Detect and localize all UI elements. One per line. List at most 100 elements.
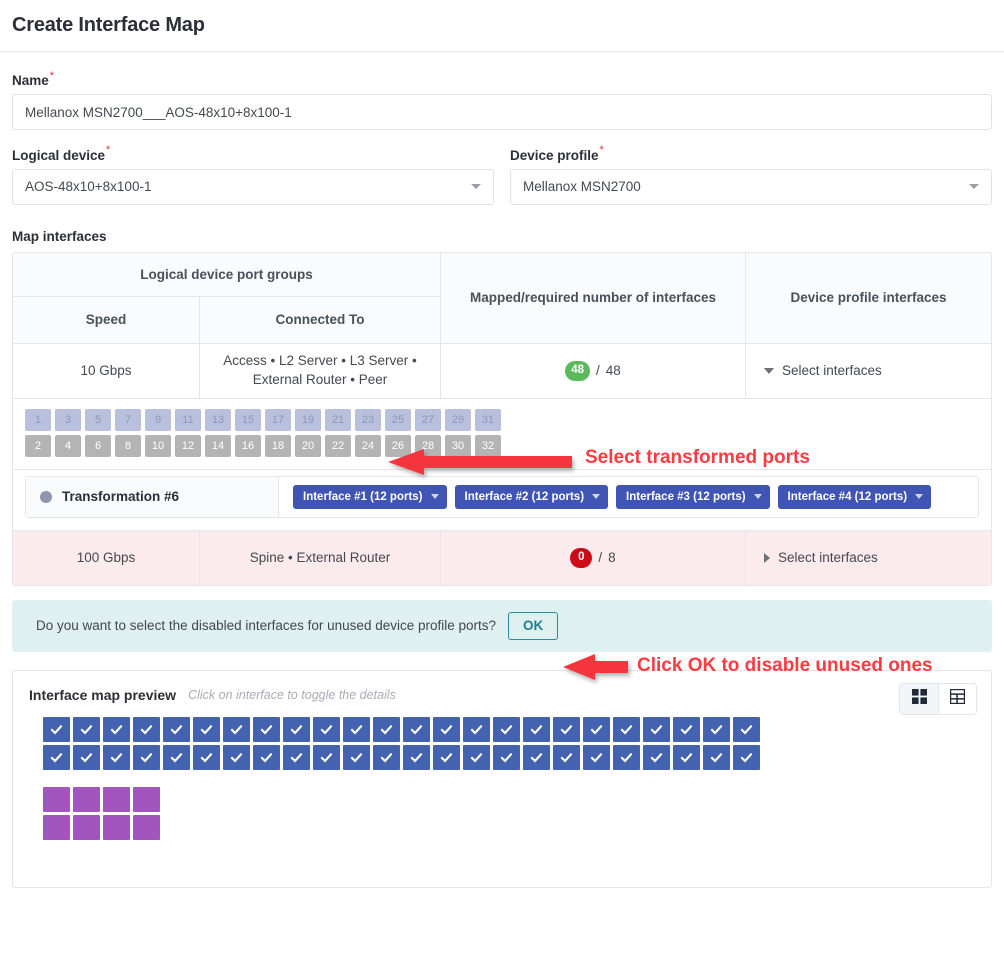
preview-interface-cell[interactable] xyxy=(253,744,280,770)
row-select-interfaces[interactable]: Select interfaces xyxy=(746,344,991,398)
preview-interface-cell[interactable] xyxy=(523,716,550,742)
port-cell[interactable]: 22 xyxy=(325,434,351,457)
port-cell[interactable]: 14 xyxy=(205,434,231,457)
preview-interface-cell[interactable] xyxy=(133,814,160,840)
port-cell[interactable]: 15 xyxy=(235,408,261,431)
port-cell[interactable]: 25 xyxy=(385,408,411,431)
preview-interface-cell[interactable] xyxy=(643,716,670,742)
preview-interface-cell[interactable] xyxy=(373,744,400,770)
port-cell[interactable]: 23 xyxy=(355,408,381,431)
preview-interface-cell[interactable] xyxy=(583,716,610,742)
preview-interface-cell[interactable] xyxy=(343,716,370,742)
preview-interface-cell[interactable] xyxy=(133,744,160,770)
preview-interface-cell[interactable] xyxy=(283,716,310,742)
port-cell[interactable]: 30 xyxy=(445,434,471,457)
port-cell[interactable]: 1 xyxy=(25,408,51,431)
preview-interface-cell[interactable] xyxy=(43,716,70,742)
port-cell[interactable]: 17 xyxy=(265,408,291,431)
port-cell[interactable]: 26 xyxy=(385,434,411,457)
preview-interface-cell[interactable] xyxy=(553,716,580,742)
port-cell[interactable]: 24 xyxy=(355,434,381,457)
port-cell[interactable]: 9 xyxy=(145,408,171,431)
preview-interface-cell[interactable] xyxy=(223,716,250,742)
preview-interface-cell[interactable] xyxy=(403,744,430,770)
preview-interface-cell[interactable] xyxy=(373,716,400,742)
preview-interface-cell[interactable] xyxy=(613,744,640,770)
preview-interface-cell[interactable] xyxy=(43,814,70,840)
preview-interface-cell[interactable] xyxy=(193,744,220,770)
table-view-button[interactable] xyxy=(938,683,976,714)
port-cell[interactable]: 32 xyxy=(475,434,501,457)
port-cell[interactable]: 11 xyxy=(175,408,201,431)
port-cell[interactable]: 2 xyxy=(25,434,51,457)
preview-interface-cell[interactable] xyxy=(403,716,430,742)
preview-interface-cell[interactable] xyxy=(73,744,100,770)
preview-interface-cell[interactable] xyxy=(43,744,70,770)
preview-interface-cell[interactable] xyxy=(673,716,700,742)
preview-interface-cell[interactable] xyxy=(433,744,460,770)
preview-interface-cell[interactable] xyxy=(523,744,550,770)
preview-interface-cell[interactable] xyxy=(673,744,700,770)
port-cell[interactable]: 19 xyxy=(295,408,321,431)
port-cell[interactable]: 29 xyxy=(445,408,471,431)
name-input[interactable]: Mellanox MSN2700___AOS-48x10+8x100-1 xyxy=(12,94,992,131)
preview-interface-cell[interactable] xyxy=(733,744,760,770)
preview-interface-cell[interactable] xyxy=(733,716,760,742)
transformation-interface-button[interactable]: Interface #2 (12 ports) xyxy=(454,484,609,509)
preview-interface-cell[interactable] xyxy=(283,744,310,770)
preview-interface-cell[interactable] xyxy=(103,786,130,812)
preview-interface-cell[interactable] xyxy=(103,744,130,770)
port-cell[interactable]: 4 xyxy=(55,434,81,457)
preview-interface-cell[interactable] xyxy=(313,716,340,742)
preview-interface-cell[interactable] xyxy=(73,814,100,840)
preview-interface-cell[interactable] xyxy=(463,716,490,742)
preview-interface-cell[interactable] xyxy=(163,744,190,770)
preview-interface-cell[interactable] xyxy=(103,814,130,840)
port-cell[interactable]: 31 xyxy=(475,408,501,431)
row-select-interfaces[interactable]: Select interfaces xyxy=(746,531,991,585)
device-profile-select[interactable]: Mellanox MSN2700 xyxy=(510,168,992,205)
preview-interface-cell[interactable] xyxy=(313,744,340,770)
port-cell[interactable]: 12 xyxy=(175,434,201,457)
preview-interface-cell[interactable] xyxy=(133,786,160,812)
preview-interface-cell[interactable] xyxy=(253,716,280,742)
preview-interface-cell[interactable] xyxy=(553,744,580,770)
port-cell[interactable]: 5 xyxy=(85,408,111,431)
port-cell[interactable]: 18 xyxy=(265,434,291,457)
preview-interface-cell[interactable] xyxy=(193,716,220,742)
transformation-interface-button[interactable]: Interface #1 (12 ports) xyxy=(293,484,447,509)
port-cell[interactable]: 27 xyxy=(415,408,441,431)
preview-interface-cell[interactable] xyxy=(613,716,640,742)
port-cell[interactable]: 7 xyxy=(115,408,141,431)
preview-interface-cell[interactable] xyxy=(103,716,130,742)
preview-interface-cell[interactable] xyxy=(163,716,190,742)
preview-interface-cell[interactable] xyxy=(73,716,100,742)
preview-interface-cell[interactable] xyxy=(463,744,490,770)
preview-interface-cell[interactable] xyxy=(133,716,160,742)
port-cell[interactable]: 20 xyxy=(295,434,321,457)
ok-button[interactable]: OK xyxy=(508,611,559,640)
port-cell[interactable]: 3 xyxy=(55,408,81,431)
port-cell[interactable]: 16 xyxy=(235,434,261,457)
preview-interface-cell[interactable] xyxy=(223,744,250,770)
preview-interface-cell[interactable] xyxy=(583,744,610,770)
port-cell[interactable]: 13 xyxy=(205,408,231,431)
preview-interface-cell[interactable] xyxy=(493,744,520,770)
port-cell[interactable]: 21 xyxy=(325,408,351,431)
port-cell[interactable]: 8 xyxy=(115,434,141,457)
port-cell[interactable]: 10 xyxy=(145,434,171,457)
transformation-interface-button[interactable]: Interface #3 (12 ports) xyxy=(616,484,770,509)
preview-interface-cell[interactable] xyxy=(703,716,730,742)
preview-interface-cell[interactable] xyxy=(433,716,460,742)
preview-interface-cell[interactable] xyxy=(703,744,730,770)
preview-interface-cell[interactable] xyxy=(493,716,520,742)
port-cell[interactable]: 6 xyxy=(85,434,111,457)
grid-view-button[interactable] xyxy=(900,683,938,714)
transformation-interface-button[interactable]: Interface #4 (12 ports) xyxy=(777,484,932,509)
logical-device-select[interactable]: AOS-48x10+8x100-1 xyxy=(12,168,494,205)
preview-interface-cell[interactable] xyxy=(343,744,370,770)
preview-interface-cell[interactable] xyxy=(73,786,100,812)
preview-interface-cell[interactable] xyxy=(43,786,70,812)
preview-interface-cell[interactable] xyxy=(643,744,670,770)
port-cell[interactable]: 28 xyxy=(415,434,441,457)
